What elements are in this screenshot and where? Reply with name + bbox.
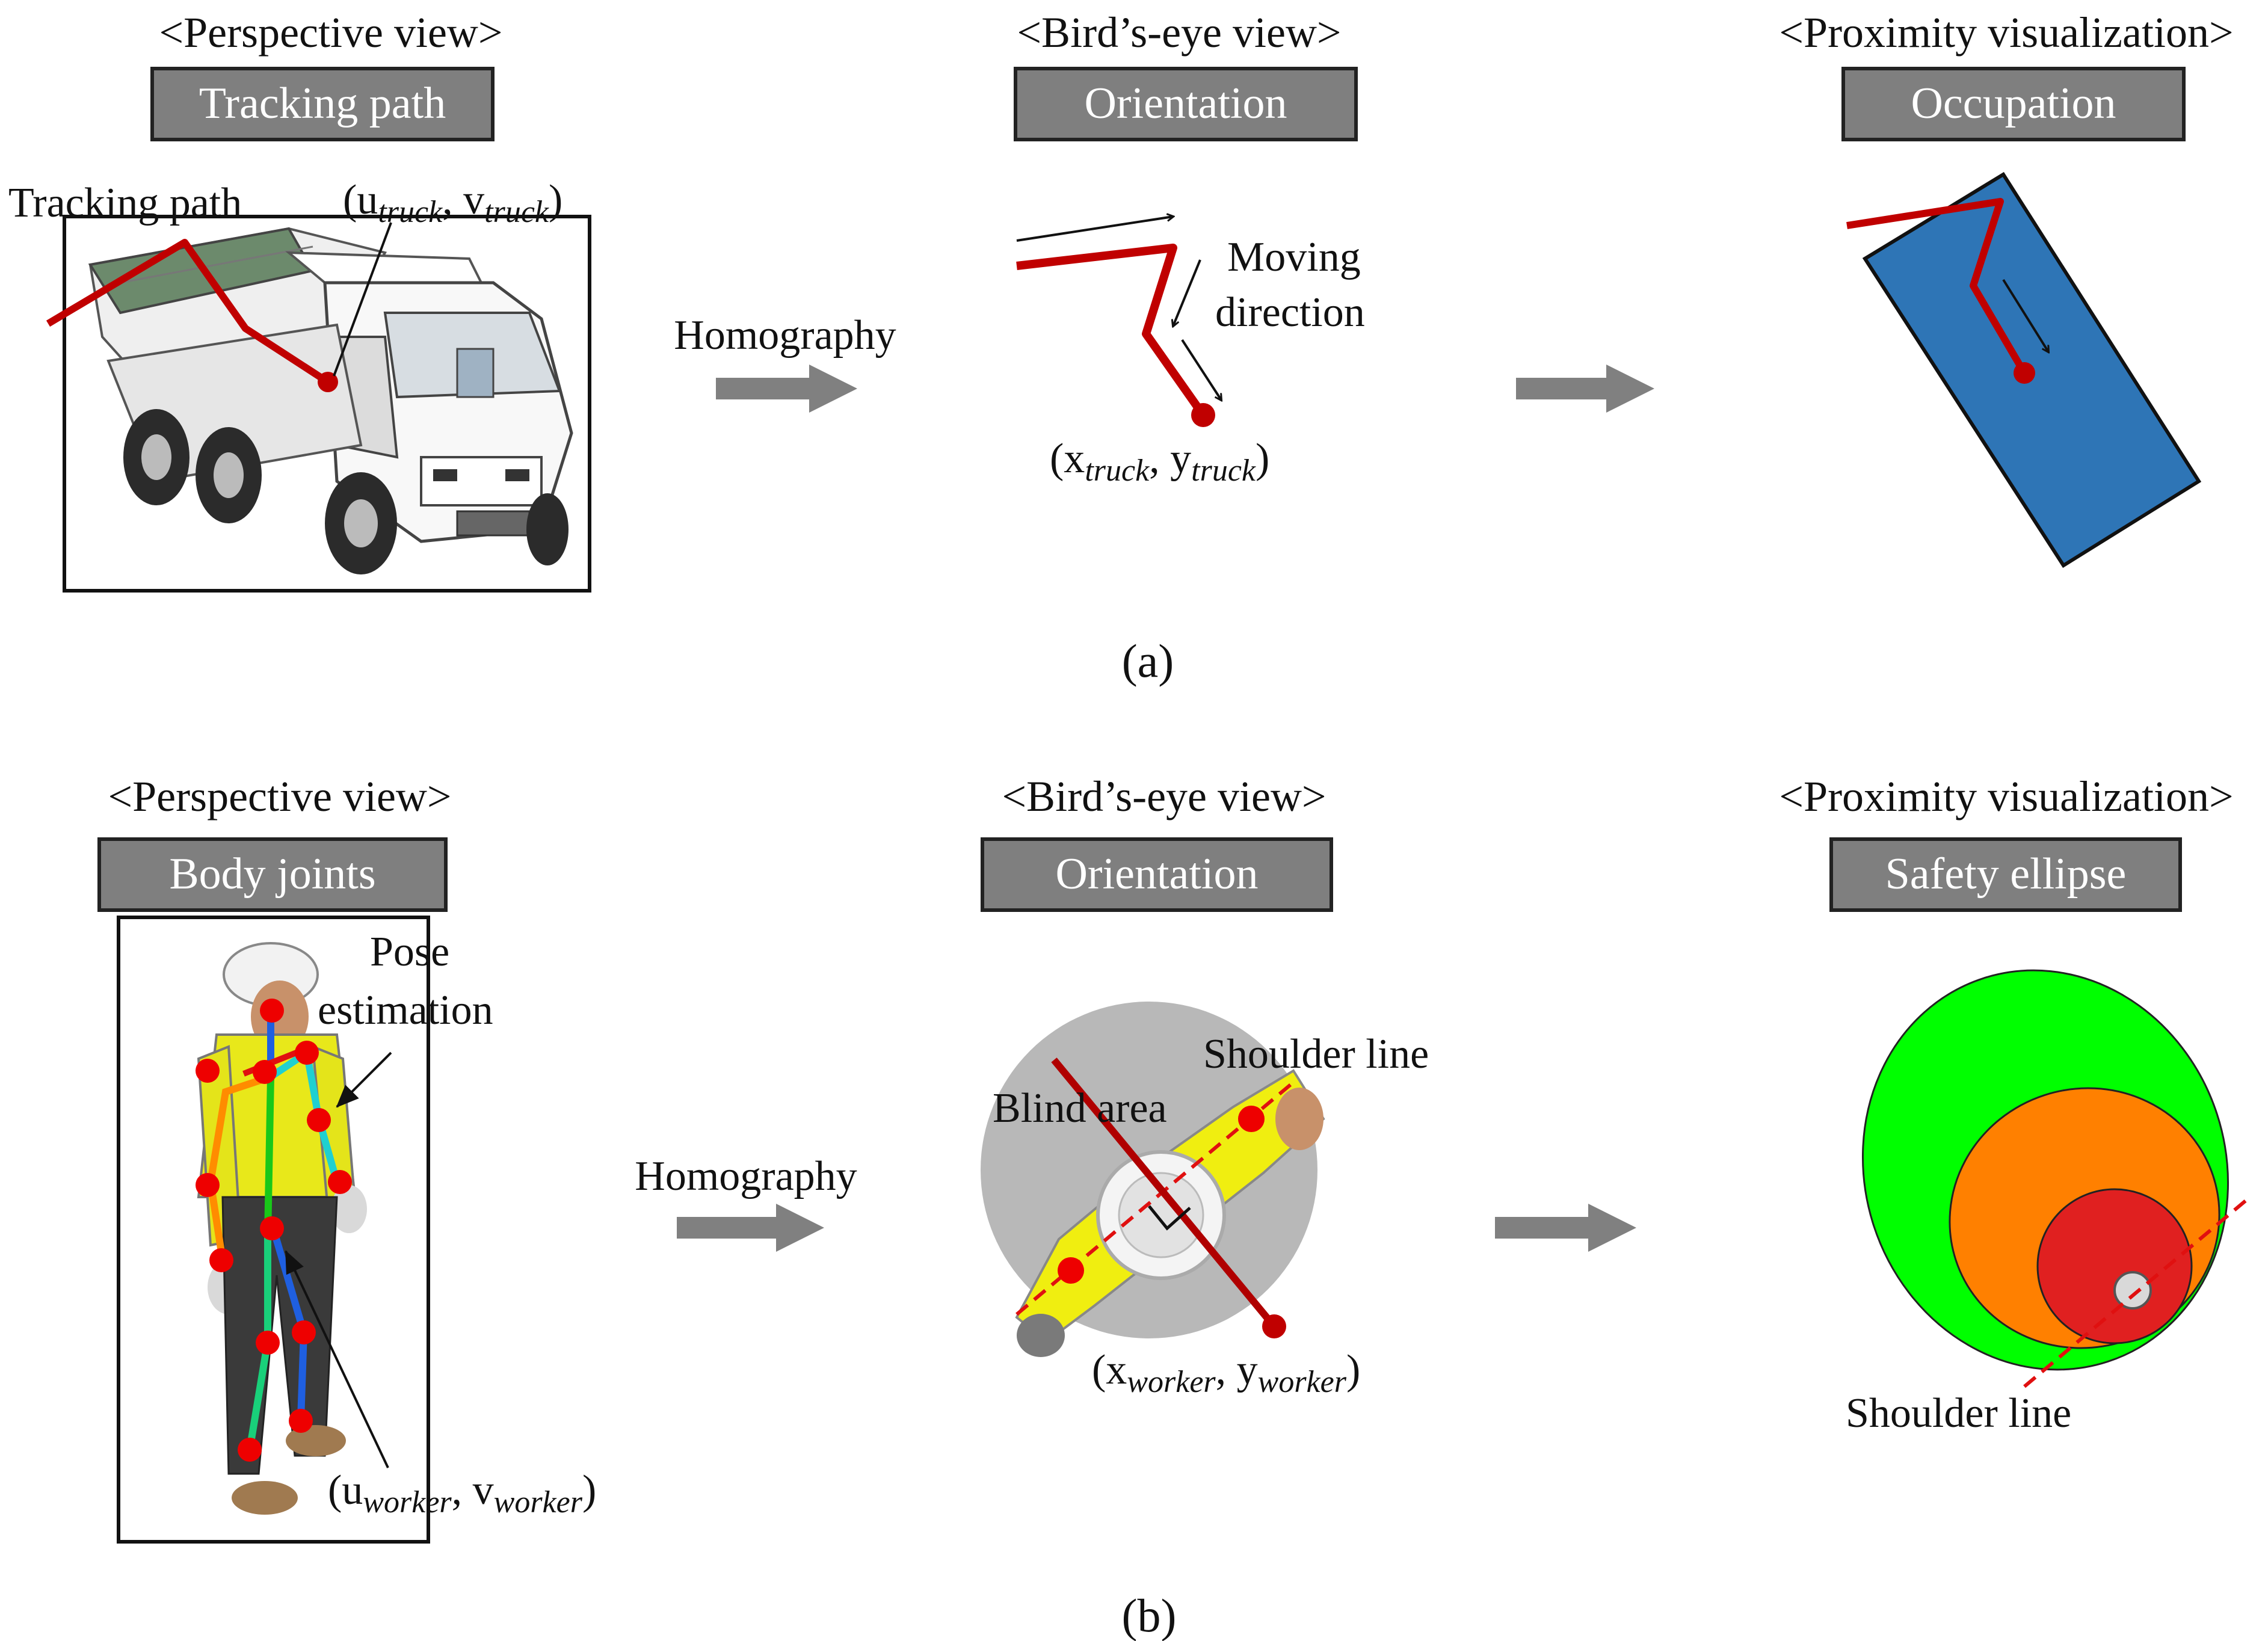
truck-point-leader-line — [333, 222, 392, 377]
panel-a-proximity: <Proximity visualization> Occupation — [1779, 8, 2234, 568]
truck-orientation-path — [1016, 244, 1207, 418]
panel-a: <Perspective view> Tracking path — [8, 8, 2234, 687]
panel-b-homography: Homography — [635, 1153, 857, 1252]
truck-image-coordinate-label: (utruck, vtruck) — [343, 177, 562, 229]
homography-arrow-b — [677, 1204, 824, 1252]
birdseye-view-header-b: <Bird’s-eye view> — [1002, 772, 1326, 820]
worker-image-frame — [117, 916, 430, 1544]
direction-arrow-2 — [1173, 259, 1201, 326]
pose-skeleton — [196, 999, 352, 1462]
orientation-label-box-b — [981, 837, 1333, 912]
direction-arrow-3 — [1181, 339, 1221, 400]
occupation-direction-arrow — [2002, 279, 2048, 352]
panel-a-birdseye: <Bird’s-eye view> Orientation Moving dir… — [1014, 8, 1365, 488]
truck-tracking-path — [46, 239, 330, 386]
panel-a-homography: Homography — [674, 312, 896, 413]
worker-position-marker — [2113, 1271, 2152, 1310]
occupation-box-label: Occupation — [1911, 79, 2116, 128]
safety-ellipse-box-label: Safety ellipse — [1885, 849, 2127, 899]
occupation-label-box — [1841, 67, 2186, 141]
proximity-view-header-b: <Proximity visualization> — [1779, 772, 2233, 820]
flow-arrow-a — [1516, 365, 1654, 413]
panel-b: <Perspective view> Body joints — [97, 772, 2251, 1641]
right-angle-mark — [1148, 1205, 1191, 1231]
flow-arrow-b — [1495, 1204, 1636, 1252]
caption-b: (b) — [1122, 1589, 1177, 1641]
tracking-path-annotation: Tracking path — [8, 180, 242, 226]
truck-image-frame — [63, 215, 591, 593]
blind-area-label: Blind area — [993, 1085, 1167, 1131]
perspective-view-header-b: <Perspective view> — [108, 772, 451, 820]
orientation-box-label: Orientation — [1084, 79, 1287, 128]
caption-a: (a) — [1122, 635, 1174, 687]
panel-a-perspective: <Perspective view> Tracking path — [8, 8, 591, 593]
panel-b-perspective: <Perspective view> Body joints — [97, 772, 596, 1544]
pose-estimation-arrow — [336, 1051, 392, 1108]
orientation-label-box — [1014, 67, 1358, 141]
truck-reference-point — [318, 372, 338, 392]
dump-truck-illustration — [88, 227, 573, 574]
worker-ground-point — [1262, 1314, 1286, 1338]
worker-orientation-line — [1051, 1058, 1277, 1329]
panel-b-birdseye: <Bird’s-eye view> Orientation Shoulder l… — [981, 772, 1429, 1399]
moving-direction-line1: Moving — [1227, 234, 1361, 280]
tracking-path-label-box — [150, 67, 495, 141]
body-joints-label-box — [97, 837, 448, 912]
safety-ellipse-inner — [2036, 1188, 2193, 1344]
truck-ground-point — [1191, 403, 1215, 427]
panel-b-proximity: <Proximity visualization> Safety ellipse… — [1779, 772, 2251, 1436]
shoulder-line-label: Shoulder line — [1203, 1031, 1429, 1077]
body-joints-box-label: Body joints — [169, 849, 375, 899]
worker-ground-coordinate-label: (xworker, yworker) — [1092, 1347, 1360, 1399]
homography-label-b: Homography — [635, 1153, 857, 1199]
shoulder-joint-right — [1238, 1106, 1265, 1132]
moving-direction-line2: direction — [1215, 289, 1365, 336]
perspective-view-header: <Perspective view> — [159, 8, 502, 57]
truck-ground-coordinate-label: (xtruck, ytruck) — [1050, 436, 1269, 488]
worker-image-coordinate-label: (uworker, vworker) — [328, 1467, 596, 1519]
tracking-path-box-label: Tracking path — [199, 79, 446, 128]
birdseye-view-header: <Bird’s-eye view> — [1017, 8, 1341, 57]
homography-label: Homography — [674, 312, 896, 359]
pose-estimation-line2: estimation — [318, 987, 493, 1033]
direction-arrow-1 — [1016, 217, 1173, 242]
worker-point-arrow — [285, 1250, 389, 1468]
shoulder-line-label-proximity: Shoulder line — [1846, 1390, 2071, 1436]
orientation-box-label-b: Orientation — [1055, 849, 1258, 899]
shoulder-joint-left — [1058, 1257, 1084, 1284]
homography-arrow — [716, 365, 857, 413]
shoulder-line-dashed-proximity — [2023, 1195, 2251, 1388]
occupation-path — [1846, 198, 2028, 375]
safety-ellipse-label-box — [1829, 837, 2182, 912]
pose-estimation-line1: Pose — [370, 929, 449, 975]
proximity-view-header: <Proximity visualization> — [1779, 8, 2233, 57]
occupation-reference-point — [2014, 362, 2035, 384]
